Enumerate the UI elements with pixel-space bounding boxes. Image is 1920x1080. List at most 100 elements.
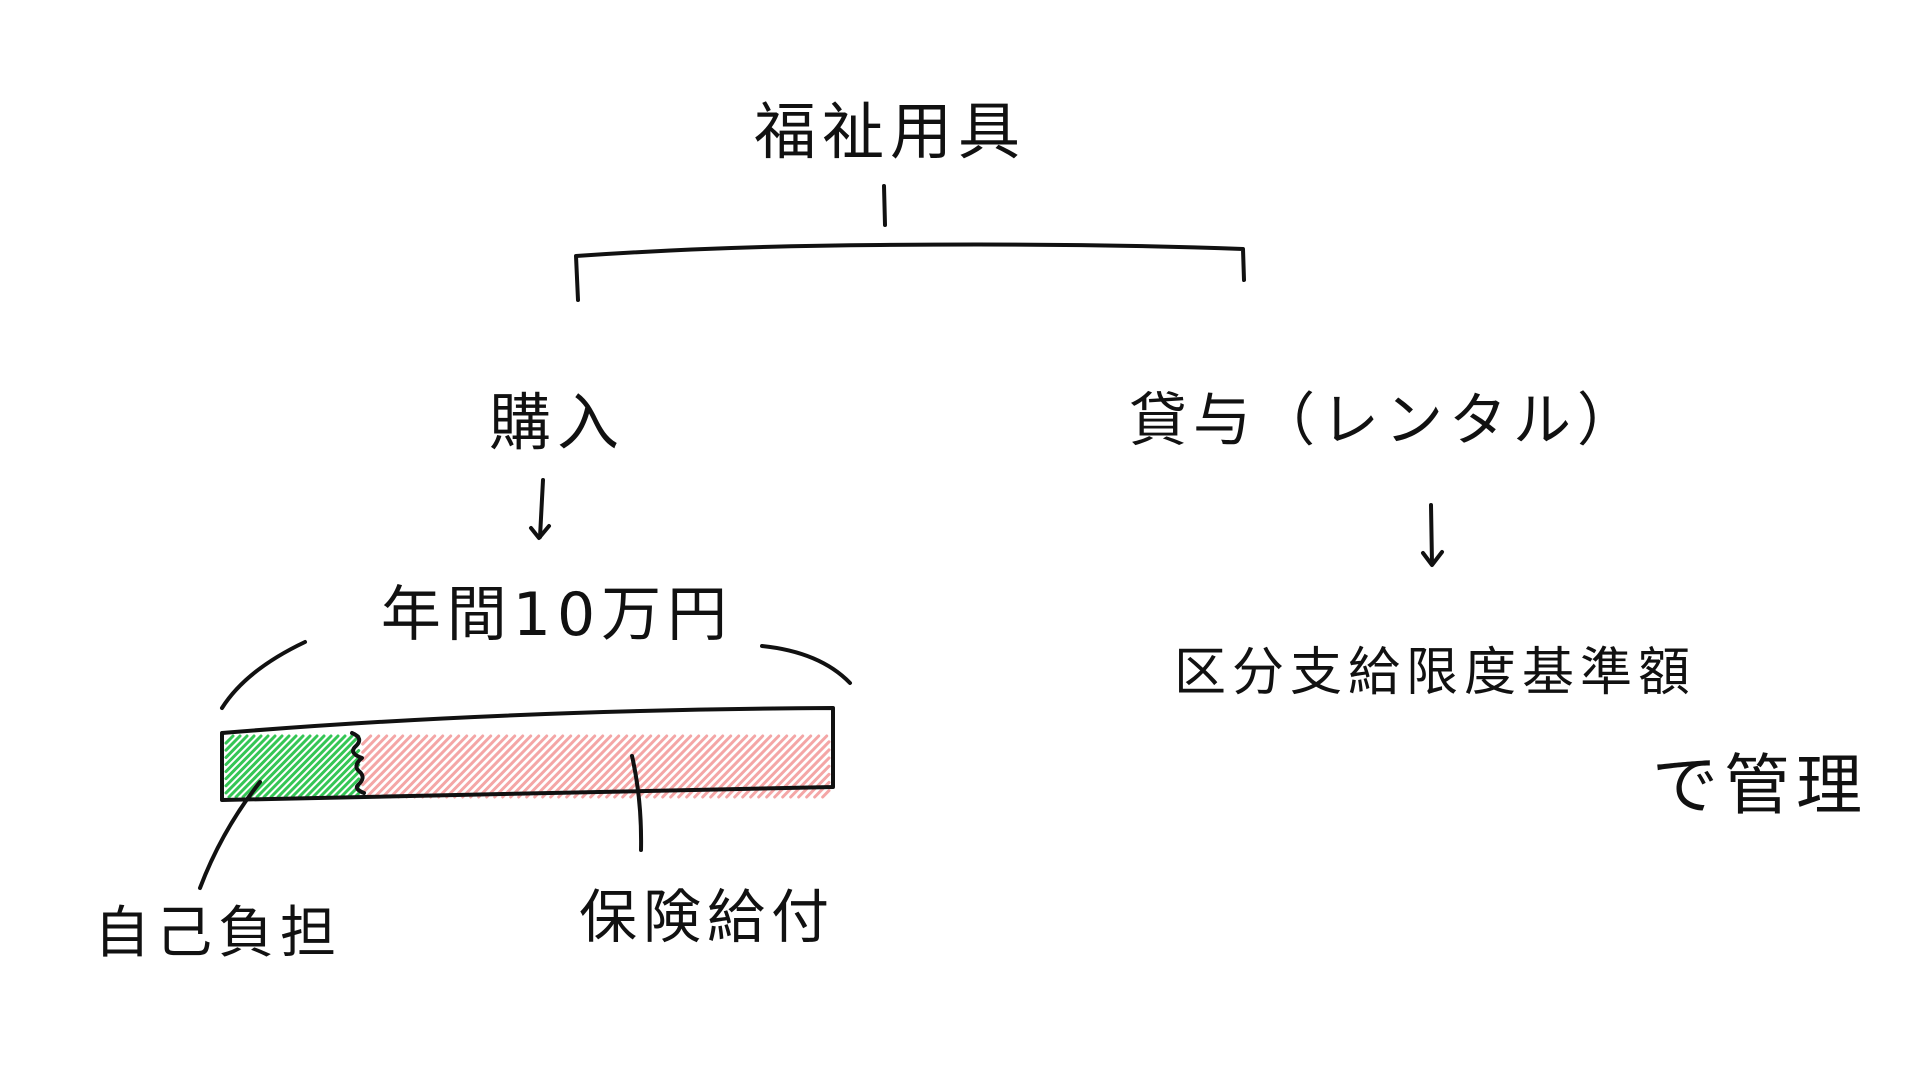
root-title: 福祉用具	[754, 95, 1026, 168]
annual-limit-label: 年間10万円	[381, 580, 733, 650]
hatch-stroke	[262, 734, 326, 799]
hatch-stroke	[437, 734, 501, 799]
hatch-stroke	[725, 734, 789, 799]
hatch-stroke	[361, 734, 413, 787]
hatch-stroke	[605, 734, 669, 799]
hatch-stroke	[661, 734, 725, 799]
hatch-stroke	[525, 734, 589, 799]
hatch-stroke	[381, 734, 445, 799]
hatch-stroke	[733, 734, 797, 799]
limit-bar-outline	[220, 706, 835, 802]
hatch-stroke	[318, 756, 361, 799]
hatch-stroke	[224, 734, 284, 795]
hatch-stroke	[224, 734, 235, 745]
hatch-stroke	[581, 734, 645, 799]
hatch-stroke	[269, 734, 333, 799]
rental-limit-managed-label: で管理	[1652, 747, 1868, 824]
rental-down-arrow	[1421, 503, 1444, 567]
hatch-stroke	[789, 756, 831, 799]
hatch-stroke	[361, 734, 381, 754]
hatch-stroke	[493, 734, 557, 799]
hatch-stroke	[717, 734, 781, 799]
hatch-stroke	[224, 734, 277, 788]
hatch-stroke	[621, 734, 685, 799]
hatch-stroke	[637, 734, 701, 799]
hatch-stroke	[413, 734, 477, 799]
hatch-stroke	[405, 734, 469, 799]
hatch-stroke	[361, 734, 405, 779]
hatch-stroke	[541, 734, 605, 799]
hatch-stroke	[565, 734, 629, 799]
rental-label: 貸与（レンタル）	[1129, 386, 1641, 454]
hatch-stroke	[224, 734, 256, 766]
hatch-stroke	[224, 734, 242, 752]
root-connector-line	[882, 184, 887, 227]
hatch-stroke	[653, 734, 717, 799]
hatch-stroke	[304, 742, 361, 799]
hatch-stroke	[685, 734, 749, 799]
hatch-stroke	[248, 734, 312, 799]
hatch-stroke	[339, 777, 361, 799]
hatch-stroke	[290, 734, 354, 799]
hatch-stroke	[311, 749, 361, 799]
insurance-pointer	[630, 754, 644, 852]
hatch-stroke	[797, 764, 831, 799]
limit-brace-right	[760, 644, 852, 685]
hatch-stroke	[227, 734, 291, 799]
hatch-stroke	[517, 734, 581, 799]
hatch-stroke	[224, 734, 270, 781]
hatch-stroke	[597, 734, 661, 799]
hatch-stroke	[669, 734, 733, 799]
hatch-stroke	[241, 734, 305, 799]
hatch-stroke	[485, 734, 549, 799]
hatch-stroke	[421, 734, 485, 799]
hatch-stroke	[533, 734, 597, 799]
hatch-stroke	[461, 734, 525, 799]
purchase-label: 購入	[489, 386, 625, 459]
hatch-stroke	[573, 734, 637, 799]
limit-brace-left	[220, 640, 307, 710]
hatch-stroke	[589, 734, 653, 799]
hatch-stroke	[332, 770, 361, 799]
hatch-stroke	[693, 734, 757, 799]
hatch-stroke	[701, 734, 765, 799]
segment-divider	[350, 731, 366, 795]
hatch-stroke	[325, 763, 361, 799]
hatch-stroke	[821, 789, 831, 799]
hatch-stroke	[677, 734, 741, 799]
hatch-stroke	[469, 734, 533, 799]
insurance-segment	[361, 734, 831, 799]
hatch-stroke	[477, 734, 541, 799]
rental-limit-label: 区分支給限度基準額	[1174, 643, 1696, 703]
hatch-stroke	[549, 734, 613, 799]
hatch-stroke	[557, 734, 621, 799]
hatch-stroke	[509, 734, 573, 799]
hatch-stroke	[813, 780, 831, 799]
hatch-stroke	[361, 734, 397, 770]
hatch-stroke	[361, 734, 421, 795]
hatch-stroke	[389, 734, 453, 799]
self-pay-segment	[224, 734, 361, 799]
hatch-stroke	[629, 734, 693, 799]
hatch-stroke	[297, 734, 361, 799]
tree-bracket	[574, 242, 1246, 302]
insurance-label: 保険給付	[579, 883, 835, 951]
self-pay-pointer	[198, 780, 262, 890]
hatch-stroke	[397, 734, 461, 799]
hatch-stroke	[276, 734, 340, 799]
hatch-stroke	[283, 734, 347, 799]
hatch-stroke	[613, 734, 677, 799]
hatch-stroke	[365, 734, 429, 799]
hatch-stroke	[361, 734, 373, 746]
hatch-stroke	[445, 734, 509, 799]
hatch-stroke	[373, 734, 437, 799]
hatch-stroke	[361, 734, 389, 762]
hatch-stroke	[453, 734, 517, 799]
hatch-stroke	[255, 734, 319, 799]
hatch-stroke	[429, 734, 493, 799]
hatch-stroke	[224, 734, 249, 759]
hatch-stroke	[645, 734, 709, 799]
hatch-stroke	[709, 734, 773, 799]
hatch-stroke	[501, 734, 565, 799]
